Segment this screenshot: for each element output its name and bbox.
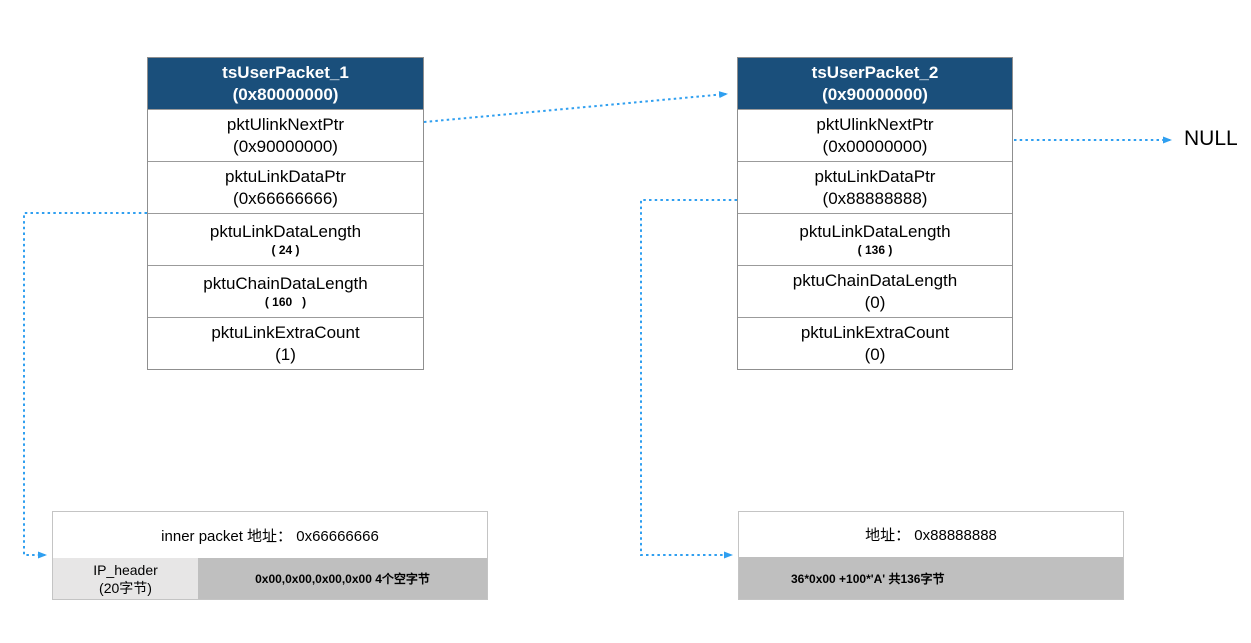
packet2-table: tsUserPacket_2 (0x90000000) pktUlinkNext… — [737, 57, 1013, 370]
inner-packet-box: inner packet 地址： 0x66666666 IP_header (2… — [52, 511, 488, 600]
inner-packet-box-cells: IP_header (20字节) 0x00,0x00,0x00,0x00 4个空… — [53, 558, 487, 599]
arrow-packet1-next-to-packet2 — [423, 91, 728, 123]
inner-packet-box-title: inner packet 地址： 0x66666666 — [161, 527, 379, 545]
packet1-table: tsUserPacket_1 (0x80000000) pktUlinkNext… — [147, 57, 424, 370]
packet1-row-pktulinkdataptr: pktuLinkDataPtr (0x66666666) — [148, 161, 423, 213]
ip-header-cell-line2: (20字节) — [99, 579, 152, 596]
data-bytes-cell: 36*0x00 +100*'A' 共136字节 — [739, 557, 1123, 599]
data-buffer-box-title: 地址： 0x88888888 — [865, 527, 997, 544]
ip-header-cell: IP_header (20字节) — [53, 558, 198, 599]
data-buffer-box: 地址： 0x88888888 36*0x00 +100*'A' 共136字节 — [738, 511, 1124, 600]
packet1-title: tsUserPacket_1 — [222, 62, 349, 82]
packet1-row-pktulinknextptr: pktUlinkNextPtr (0x90000000) — [148, 109, 423, 161]
packet2-title: tsUserPacket_2 — [811, 62, 939, 82]
packet2-row-pktulinkdataptr: pktuLinkDataPtr (0x88888888) — [738, 161, 1012, 213]
ip-header-cell-line1: IP_header — [93, 561, 158, 578]
packet1-row-pktuchaindatalength: pktuChainDataLength ( 160 ) — [148, 265, 423, 317]
empty-bytes-cell: 0x00,0x00,0x00,0x00 4个空字节 — [198, 558, 487, 599]
packet1-header: tsUserPacket_1 (0x80000000) — [148, 58, 423, 109]
packet2-row-pktulinknextptr: pktUlinkNextPtr (0x00000000) — [738, 109, 1012, 161]
packet1-row-pktulinkdatalength: pktuLinkDataLength ( 24 ) — [148, 213, 423, 265]
arrow-packet1-dataptr-to-inner-packet-box — [23, 212, 147, 559]
arrow-packet2-dataptr-to-data-box — [640, 199, 737, 559]
packet2-row-pktulinkdatalength: pktuLinkDataLength ( 136 ) — [738, 213, 1012, 265]
packet2-row-pktuchaindatalength: pktuChainDataLength (0) — [738, 265, 1012, 317]
null-label: NULL — [1184, 127, 1238, 150]
packet1-address: (0x80000000) — [232, 84, 339, 104]
packet2-address: (0x90000000) — [822, 84, 928, 104]
packet1-row-pktulinkextracount: pktuLinkExtraCount (1) — [148, 317, 423, 369]
packet2-row-pktulinkextracount: pktuLinkExtraCount (0) — [738, 317, 1012, 369]
packet2-header: tsUserPacket_2 (0x90000000) — [738, 58, 1012, 109]
